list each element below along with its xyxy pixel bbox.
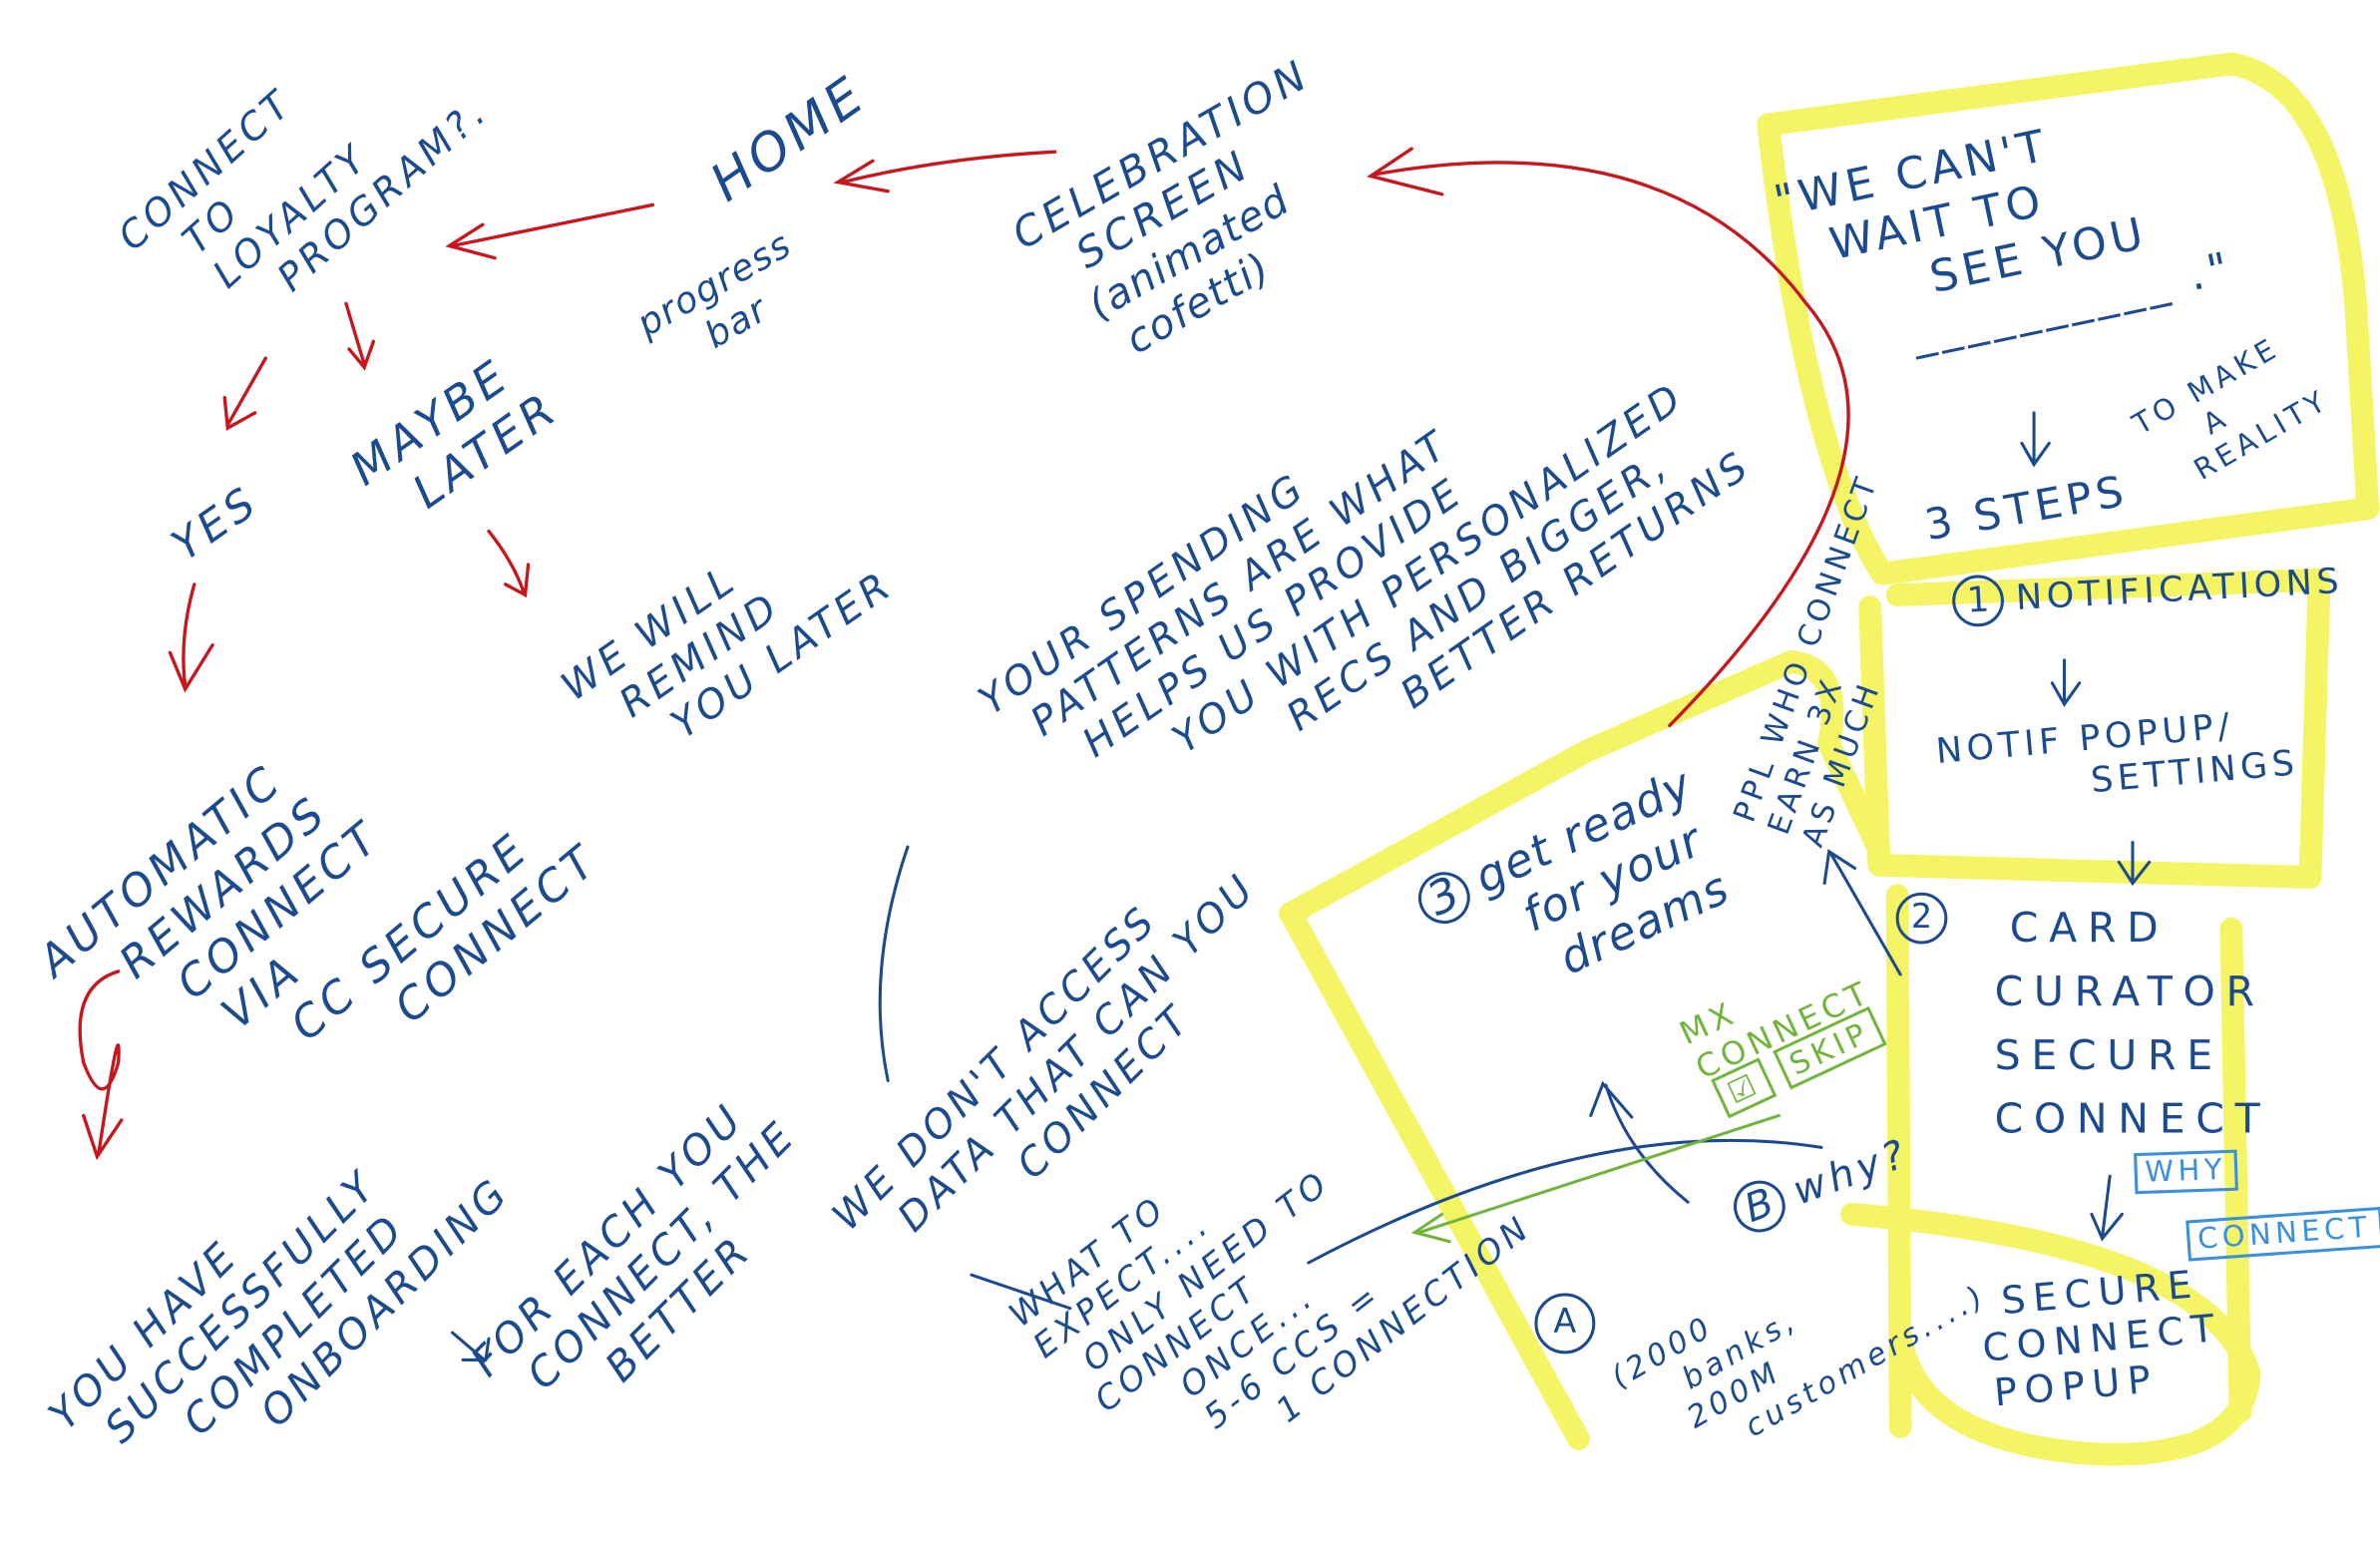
arrow-to-ppl bbox=[1822, 849, 1902, 976]
highlight-notif-box bbox=[1858, 568, 2331, 889]
green-strokes bbox=[1410, 1113, 1781, 1244]
highlight-step3-shape bbox=[1279, 650, 1891, 926]
arrow-mx-to-expect bbox=[1410, 1113, 1781, 1244]
highlight-popup-loop bbox=[1840, 1202, 2261, 1466]
step-number-badge: 2 bbox=[1895, 892, 1948, 945]
arrow-notif-popup bbox=[2050, 658, 2082, 707]
arrow-loyalty-yes bbox=[222, 356, 267, 431]
option-a-badge-wrap: A bbox=[1534, 1293, 1607, 1354]
text-line: NOTIFICATIONS bbox=[2015, 562, 2345, 619]
text-line: SECURE bbox=[1994, 1031, 2223, 1079]
blue-strokes bbox=[450, 411, 2152, 1361]
why-button-sketch[interactable]: WHY bbox=[2134, 1149, 2238, 1194]
arrow-popup-card bbox=[2117, 841, 2152, 887]
text-line: CONNECT bbox=[1994, 1095, 2271, 1143]
highlight-step3-left bbox=[1282, 907, 1590, 1450]
arrow-celebration-to-home bbox=[833, 150, 1057, 193]
arrow-automatic-completed bbox=[78, 969, 124, 1161]
text-line: CURATOR bbox=[1994, 968, 2265, 1016]
arrow-loyalty-maybe bbox=[344, 301, 376, 371]
note-secure-connect-popup: SECURE CONNECT POPUP bbox=[1977, 1260, 2228, 1416]
bracket-bottom bbox=[970, 1273, 1072, 1311]
note-card-curator: CARD CURATOR SECURE CONNECT bbox=[1995, 898, 2271, 1152]
step-2-badge: 2 bbox=[1895, 892, 1960, 945]
arrow-quote-steps bbox=[2020, 411, 2051, 468]
arrow-onboarding bbox=[450, 1331, 491, 1361]
sketch-strokes bbox=[78, 52, 2380, 1466]
why-button-label[interactable]: WHY bbox=[2134, 1149, 2238, 1194]
option-a-badge: A bbox=[1534, 1293, 1596, 1354]
arrow-later-remind bbox=[487, 529, 531, 598]
arrow-card-secure bbox=[2090, 1174, 2124, 1242]
arrow-home-to-loyalty bbox=[445, 202, 655, 260]
arrow-yes-automatic bbox=[168, 582, 214, 693]
bracket-left bbox=[878, 845, 910, 1082]
text-line: CARD bbox=[2009, 905, 2170, 953]
arrow-stepbox-to-celebration bbox=[1367, 147, 1850, 728]
red-arrows bbox=[78, 147, 1850, 1161]
highlight-quote-box bbox=[1757, 52, 2380, 585]
curve-expect-why bbox=[1307, 1138, 1823, 1265]
step-number-badge: 1 bbox=[1950, 574, 2006, 628]
whiteboard-sketch: CONNECT TO LOYALTY PROGRAM?. HOME progre… bbox=[29, 51, 2380, 1466]
yellow-highlights bbox=[1279, 52, 2380, 1466]
